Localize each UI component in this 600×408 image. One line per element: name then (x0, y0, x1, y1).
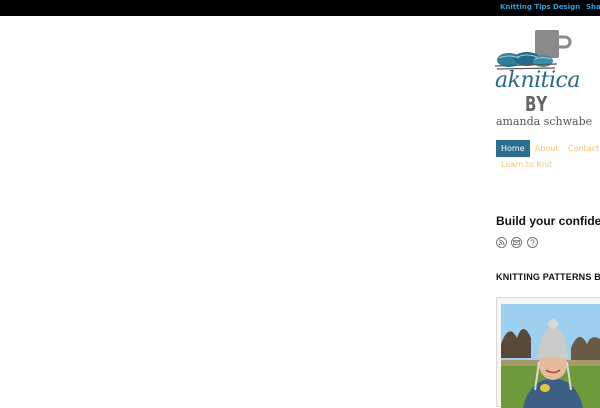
email-icon[interactable] (511, 237, 522, 248)
knitter-photo-image (501, 304, 600, 408)
nav-item-learn-to-knit[interactable]: Learn to Knit (501, 160, 553, 169)
logo-brand-text: aknitica (495, 68, 580, 93)
nav-item-about[interactable]: About (535, 144, 559, 153)
nav-item-contact[interactable]: Contact (568, 144, 600, 153)
toplink-knitting-tips[interactable]: Knitting Tips (500, 3, 551, 11)
tagline: Build your confidence (496, 214, 600, 228)
nav-item-home[interactable]: Home (496, 140, 530, 157)
patterns-section-title: KNITTING PATTERNS BY A (496, 272, 600, 282)
help-icon[interactable] (527, 237, 538, 248)
toplink-design[interactable]: Design (553, 3, 581, 11)
toplink-share[interactable]: Shar (586, 3, 600, 11)
top-bar: Knitting Tips Design Shar (0, 0, 600, 16)
rss-icon[interactable] (496, 237, 507, 248)
pattern-photo[interactable] (496, 297, 600, 408)
logo-author-text: amanda schwabe (496, 115, 593, 128)
yarn-and-mug-icon (495, 30, 572, 70)
logo-by-text: BY (525, 92, 548, 116)
site-logo[interactable]: aknitica BY amanda schwabe (495, 28, 592, 128)
